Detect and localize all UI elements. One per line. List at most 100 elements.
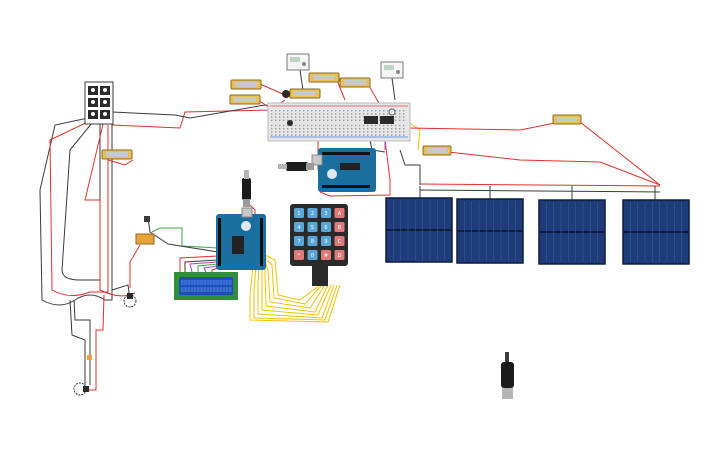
meter <box>286 53 310 71</box>
breadboard-hole <box>403 131 405 133</box>
keypad-key[interactable] <box>307 250 318 260</box>
keypad-key[interactable] <box>307 236 318 246</box>
breadboard-hole <box>347 113 349 115</box>
breadboard-hole <box>295 119 297 121</box>
breadboard-hole <box>359 119 361 121</box>
resistor <box>552 114 582 125</box>
breadboard-hole <box>395 131 397 133</box>
breadboard-hole <box>283 119 285 121</box>
breadboard-hole <box>291 124 293 127</box>
wire-lcd-1 <box>179 255 219 272</box>
breadboard-hole <box>323 113 325 115</box>
breadboard-hole <box>371 128 373 130</box>
breadboard-hole <box>323 119 325 121</box>
breadboard-hole <box>307 128 309 130</box>
breadboard-hole <box>403 134 405 136</box>
breadboard-hole <box>303 119 305 121</box>
breadboard-hole <box>359 128 361 130</box>
keypad-key[interactable] <box>294 250 304 260</box>
lcd-cell <box>203 287 206 292</box>
breadboard-hole <box>331 124 333 127</box>
sensor-module <box>135 216 155 245</box>
keypad-key[interactable] <box>334 222 345 232</box>
lcd-cell <box>190 280 194 285</box>
breadboard-hole <box>311 134 313 136</box>
wire-left-red-loop-1 <box>49 119 109 296</box>
keypad-key[interactable] <box>321 222 331 232</box>
keypad-key[interactable] <box>307 208 318 218</box>
breadboard-hole <box>363 124 365 127</box>
breadboard-hole <box>327 119 329 121</box>
lcd-display <box>174 272 238 300</box>
lcd-cell <box>187 280 190 285</box>
breadboard-hole <box>339 116 341 118</box>
wire-left-red-down <box>88 294 105 391</box>
lcd-cell <box>213 280 216 285</box>
breadboard-hole <box>335 134 337 136</box>
breadboard-hole <box>367 113 369 115</box>
breadboard-hole <box>367 110 369 112</box>
breadboard-hole <box>387 113 389 115</box>
lcd-cell <box>216 287 219 292</box>
breadboard-hole <box>299 116 301 118</box>
breadboard-hole <box>339 110 341 112</box>
breadboard-hole <box>315 124 317 127</box>
breadboard-hole <box>375 110 377 112</box>
keypad-key[interactable] <box>321 236 331 246</box>
breadboard-hole <box>323 131 325 133</box>
breadboard-hole <box>375 131 377 133</box>
solar-panel <box>385 197 453 263</box>
keypad-key[interactable] <box>321 208 331 218</box>
keypad-key[interactable] <box>334 208 345 218</box>
keypad-key[interactable] <box>321 250 331 260</box>
solar-panel <box>456 198 524 264</box>
breadboard-hole <box>399 113 401 115</box>
breadboard-hole <box>275 124 277 127</box>
lcd-cell <box>200 280 203 285</box>
wire-lcd-4 <box>197 263 219 272</box>
breadboard-hole <box>335 113 337 115</box>
breadboard-hole <box>391 134 393 136</box>
keypad-key[interactable] <box>294 236 304 246</box>
wire-solar-dark-bus <box>399 149 421 185</box>
breadboard-hole <box>375 134 377 136</box>
lcd-cell <box>193 287 197 292</box>
breadboard-hole <box>275 113 277 115</box>
lcd-cell <box>219 280 222 285</box>
keypad-key-label: 2 <box>311 211 314 217</box>
breadboard-hole <box>275 128 277 130</box>
keypad-key-label: * <box>298 253 301 259</box>
breadboard-hole <box>327 131 329 133</box>
breadboard-hole <box>355 128 357 130</box>
breadboard-hole <box>343 128 345 130</box>
breadboard-hole <box>355 134 357 136</box>
breadboard-hole <box>299 131 301 133</box>
relay-module <box>100 110 110 119</box>
keypad-key[interactable] <box>334 250 345 260</box>
breadboard-hole <box>311 119 313 121</box>
lcd-cell <box>197 280 200 285</box>
breadboard-hole <box>387 128 389 130</box>
breadboard-hole <box>275 131 277 133</box>
breadboard-hole <box>331 119 333 121</box>
breadboard-hole <box>287 110 289 112</box>
wire-left-dark-down <box>73 299 91 385</box>
keypad-key[interactable] <box>294 222 304 232</box>
breadboard-hole <box>319 134 321 136</box>
wire-bb-to-solar-red <box>407 121 561 131</box>
wire-left-dark-loop-1 <box>39 117 113 306</box>
lcd-cell <box>222 280 226 285</box>
keypad-key[interactable] <box>294 208 304 218</box>
keypad-key[interactable] <box>307 222 318 232</box>
breadboard-hole <box>387 134 389 136</box>
breadboard-hole <box>295 116 297 118</box>
breadboard-hole <box>351 110 353 112</box>
lcd-cell <box>219 287 222 292</box>
breadboard-hole <box>335 131 337 133</box>
keypad-key[interactable] <box>334 236 345 246</box>
keypad-key-label: 8 <box>311 239 314 245</box>
lcd-cell <box>209 287 213 292</box>
breadboard-hole <box>351 119 353 121</box>
